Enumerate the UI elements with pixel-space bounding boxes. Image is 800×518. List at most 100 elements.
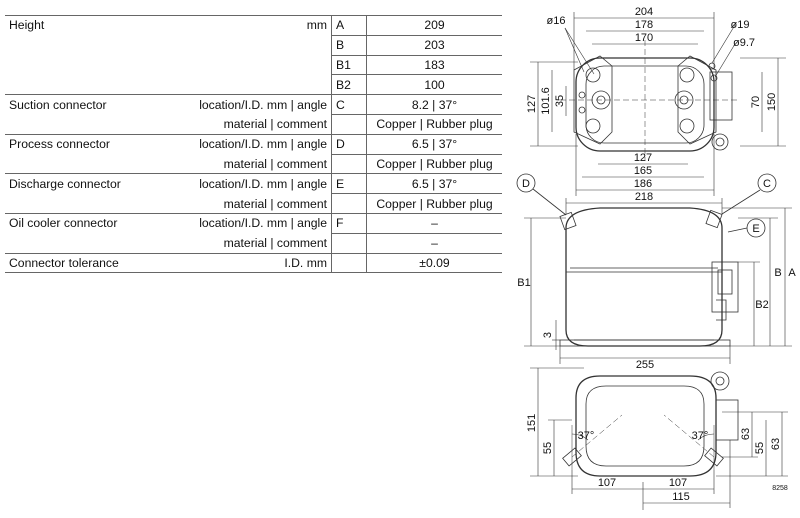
dim-218: 218: [635, 191, 653, 203]
cell-value: ±0.09: [366, 252, 502, 274]
cell-value: 6.5 | 37°: [366, 173, 502, 194]
drawing-ref: 8258: [772, 485, 788, 492]
cell-value: –: [366, 232, 502, 254]
dim-107b: 107: [669, 477, 687, 489]
dim-37-right: 37°: [692, 430, 709, 442]
cell-label: [5, 193, 173, 214]
cell-value: –: [366, 212, 502, 234]
cell-code: C: [331, 94, 367, 115]
dim-101-6: 101.6: [540, 87, 552, 115]
dim-70: 70: [750, 96, 762, 108]
cell-label: [5, 34, 173, 56]
cell-code: F: [331, 212, 367, 234]
cell-unit: I.D. mm: [173, 252, 332, 274]
dim-127v: 127: [526, 95, 538, 113]
cell-code: [331, 193, 367, 214]
cell-label: [5, 113, 173, 135]
cell-value: 8.2 | 37°: [366, 94, 502, 115]
table-row: material | comment Copper | Rubber plug: [5, 153, 502, 174]
cell-unit: material | comment: [173, 193, 332, 214]
cell-label: [5, 54, 173, 75]
cell-code: B: [331, 34, 367, 56]
dim-35: 35: [554, 95, 566, 107]
cell-code: E: [331, 173, 367, 194]
cell-value: 209: [366, 15, 502, 36]
cell-label: [5, 153, 173, 174]
dim-55l: 55: [542, 442, 554, 454]
cell-label: Oil cooler connector: [5, 212, 173, 234]
cell-label: Suction connector: [5, 94, 173, 115]
label-e: E: [752, 223, 759, 235]
cell-unit: [173, 54, 332, 75]
dim-115: 115: [672, 491, 690, 503]
table-row: material | comment Copper | Rubber plug: [5, 113, 502, 135]
cell-code: [331, 252, 367, 274]
cell-unit: material | comment: [173, 113, 332, 135]
cell-label: Process connector: [5, 133, 173, 155]
label-a: A: [788, 267, 796, 279]
label-d: D: [522, 178, 530, 190]
bottom-view: [530, 367, 788, 510]
cell-code: B2: [331, 74, 367, 95]
cell-value: 6.5 | 37°: [366, 133, 502, 155]
side-view: [516, 173, 792, 364]
cell-value: Copper | Rubber plug: [366, 153, 502, 174]
table-row: material | comment Copper | Rubber plug: [5, 193, 502, 214]
cell-unit: mm: [173, 15, 332, 36]
cell-code: B1: [331, 54, 367, 75]
dim-150: 150: [766, 93, 778, 111]
cell-value: Copper | Rubber plug: [366, 113, 502, 135]
cell-unit: location/I.D. mm | angle: [173, 212, 332, 234]
dim-37-left: 37°: [578, 430, 595, 442]
cell-unit: material | comment: [173, 153, 332, 174]
cell-unit: location/I.D. mm | angle: [173, 173, 332, 194]
dim-255: 255: [636, 359, 654, 371]
table-row: material | comment –: [5, 232, 502, 254]
dim-3: 3: [542, 332, 554, 338]
cell-value: Copper | Rubber plug: [366, 193, 502, 214]
cell-value: 183: [366, 54, 502, 75]
cell-unit: location/I.D. mm | angle: [173, 133, 332, 155]
cell-label: [5, 74, 173, 95]
dim-55r: 55: [754, 442, 766, 454]
cell-label: Height: [5, 15, 173, 36]
dim-186: 186: [634, 178, 652, 190]
dim-63a: 63: [740, 428, 752, 440]
label-b1: B1: [517, 277, 530, 289]
cell-code: [331, 113, 367, 135]
dim-151: 151: [526, 414, 538, 432]
dim-204: 204: [635, 6, 653, 18]
cell-code: [331, 232, 367, 254]
dim-phi9-7: ø9.7: [733, 37, 755, 49]
dim-phi19: ø19: [731, 19, 750, 31]
cell-code: [331, 153, 367, 174]
cell-label: Discharge connector: [5, 173, 173, 194]
dim-170: 170: [635, 32, 653, 44]
cell-unit: material | comment: [173, 232, 332, 254]
cell-label: [5, 232, 173, 254]
dim-178: 178: [635, 19, 653, 31]
dim-127h: 127: [634, 152, 652, 164]
cell-unit: location/I.D. mm | angle: [173, 94, 332, 115]
cell-code: A: [331, 15, 367, 36]
cell-value: 100: [366, 74, 502, 95]
top-view: [530, 12, 786, 196]
cell-unit: [173, 34, 332, 56]
label-c: C: [763, 178, 771, 190]
dim-107a: 107: [598, 477, 616, 489]
dim-165: 165: [634, 165, 652, 177]
cell-label: Connector tolerance: [5, 252, 173, 274]
label-b: B: [774, 267, 781, 279]
dim-63b: 63: [770, 438, 782, 450]
cell-unit: [173, 74, 332, 95]
